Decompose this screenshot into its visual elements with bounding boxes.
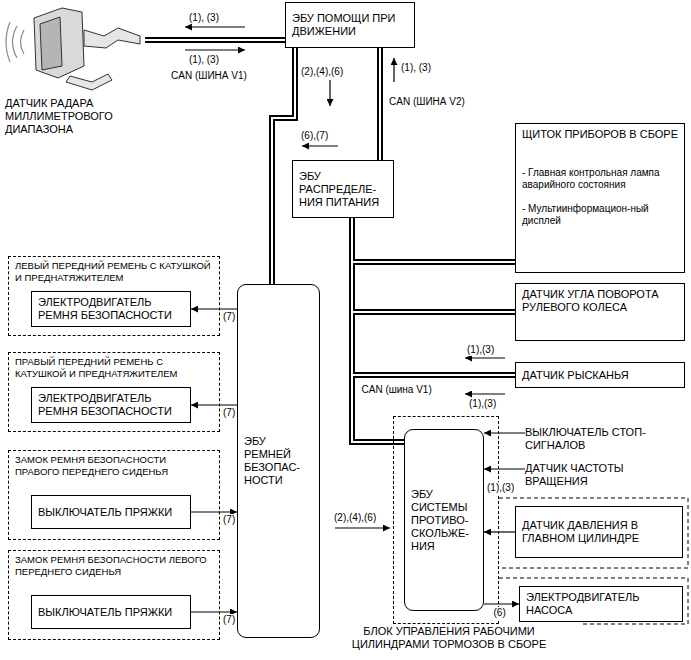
signal-line bbox=[484, 531, 515, 532]
node-title: ВЫКЛЮЧАТЕЛЬ ПРЯЖКИ bbox=[38, 506, 184, 519]
ecu-box: ЭБУ РЕМНЕЙ БЕЗОПАС-НОСТИ bbox=[237, 284, 320, 638]
signal-arrow bbox=[185, 49, 245, 50]
bus-inner bbox=[352, 218, 404, 442]
signal-line bbox=[484, 432, 525, 433]
signal-line bbox=[191, 611, 237, 612]
motor-box: ЭЛЕКТРОДВИГАТЕЛЬ РЕМНЯ БЕЗОПАСНОСТИ bbox=[31, 291, 191, 327]
node-title: ВЫКЛЮЧАТЕЛЬ ПРЯЖКИ bbox=[38, 606, 184, 619]
edge-label: (7) bbox=[222, 407, 236, 419]
belt-group: ЗАМОК РЕМНЯ БЕЗОПАСНОСТИ ЛЕВОГО ПЕРЕДНЕГ… bbox=[8, 550, 220, 640]
signal-arrow bbox=[465, 357, 505, 358]
callout-number: (2),(4),(6) bbox=[333, 512, 377, 524]
node-title: ДАТЧИК РЫСКАНЬЯ bbox=[522, 369, 678, 382]
sensor-box: ДАТЧИК ДАВЛЕНИЯ В ГЛАВНОМ ЦИЛИНДРЕ bbox=[515, 506, 683, 558]
node-title: ПРАВЫЙ ПЕРЕДНИЙ РЕМЕНЬ С КАТУШКОЙ И ПРЕД… bbox=[15, 356, 213, 380]
radar-waves bbox=[6, 22, 24, 62]
node-title: ЩИТОК ПРИБОРОВ В СБОРЕ bbox=[522, 128, 678, 141]
can-bus bbox=[352, 218, 515, 375]
radar-face bbox=[40, 17, 62, 70]
callout-number: (6),(7) bbox=[300, 130, 329, 142]
bus-inner bbox=[379, 48, 381, 160]
node-title: БЛОК УПРАВЛЕНИЯ РАБОЧИМИ ЦИЛИНДРАМИ ТОРМ… bbox=[329, 625, 569, 651]
bus-inner bbox=[352, 218, 515, 375]
node-title: ДАТЧИК ЧАСТОТЫ ВРАЩЕНИЯ bbox=[525, 462, 683, 488]
switch-label: ВЫКЛЮЧАТЕЛЬ СТОП-СИГНАЛОВ bbox=[525, 426, 683, 452]
bus-inner bbox=[145, 39, 285, 41]
motor-box: ЭЛЕКТРОДВИГАТЕЛЬ РЕМНЯ БЕЗОПАСНОСТИ bbox=[31, 387, 191, 423]
ecu-box: ЭБУ СИСТЕМЫ ПРОТИВО-СКОЛЬЖЕ-НИЯ bbox=[404, 429, 484, 611]
ecu-box: ЭБУ РАСПРЕДЕЛЕ-НИЯ ПИТАНИЯ bbox=[292, 160, 394, 218]
node-title: ДАТЧИК РАДАРА МИЛЛИМЕТРОВОГО ДИАПАЗОНА bbox=[5, 97, 145, 136]
sensor-label: ДАТЧИК ЧАСТОТЫ ВРАЩЕНИЯ bbox=[525, 462, 683, 488]
node-title: ВЫКЛЮЧАТЕЛЬ СТОП-СИГНАЛОВ bbox=[525, 426, 683, 452]
node-title: ЭЛЕКТРОДВИГАТЕЛЬ РЕМНЯ БЕЗОПАСНОСТИ bbox=[38, 392, 184, 418]
signal-line bbox=[191, 404, 237, 405]
radar-body bbox=[34, 8, 84, 78]
signal-line bbox=[191, 511, 237, 512]
edge-label: CAN (ШИНА V2) bbox=[388, 96, 466, 108]
motor-box: ЭЛЕКТРОДВИГАТЕЛЬ НАСОСА bbox=[519, 586, 683, 622]
node-title: ЗАМОК РЕМНЯ БЕЗОПАСНОСТИ ЛЕВОГО ПЕРЕДНЕГ… bbox=[15, 554, 213, 578]
node-title: ЭЛЕКТРОДВИГАТЕЛЬ РЕМНЯ БЕЗОПАСНОСТИ bbox=[38, 296, 184, 322]
radar-sensor: ДАТЧИК РАДАРА МИЛЛИМЕТРОВОГО ДИАПАЗОНА bbox=[5, 2, 145, 136]
node-title: ДАТЧИК ДАВЛЕНИЯ В ГЛАВНОМ ЦИЛИНДРЕ bbox=[522, 519, 676, 545]
callout-number: (1), (3) bbox=[188, 54, 220, 66]
signal-arrow bbox=[335, 527, 390, 528]
node-text: - Мультиинформацион-ный дисплей bbox=[522, 203, 678, 227]
edge-label: (6) bbox=[493, 607, 507, 619]
node-title: ДАТЧИК УГЛА ПОВОРОТА РУЛЕВОГО КОЛЕСА bbox=[522, 288, 678, 314]
switch-box: ВЫКЛЮЧАТЕЛЬ ПРЯЖКИ bbox=[31, 595, 191, 629]
callout-number: (1),(3) bbox=[486, 482, 515, 494]
actuator-outline bbox=[499, 498, 688, 624]
instrument-cluster: ЩИТОК ПРИБОРОВ В СБОРЕ - Главная контроль… bbox=[515, 123, 685, 273]
callout-number: (2),(4),(6) bbox=[300, 66, 344, 78]
belt-group: ПРАВЫЙ ПЕРЕДНИЙ РЕМЕНЬ С КАТУШКОЙ И ПРЕД… bbox=[8, 352, 220, 432]
edge-label: (7) bbox=[222, 614, 236, 626]
edge-label: CAN (шина V1) bbox=[361, 384, 433, 396]
node-title: ЭБУ РЕМНЕЙ БЕЗОПАС-НОСТИ bbox=[244, 435, 313, 487]
node-title: ЭЛЕКТРОДВИГАТЕЛЬ НАСОСА bbox=[526, 591, 676, 617]
bus-inner bbox=[352, 218, 515, 262]
sensor-box: ДАТЧИК УГЛА ПОВОРОТА РУЛЕВОГО КОЛЕСА bbox=[515, 283, 685, 341]
callout-number: (1), (3) bbox=[400, 62, 432, 74]
can-bus bbox=[352, 218, 404, 442]
sensor-box: ДАТЧИК РЫСКАНЬЯ bbox=[515, 362, 685, 388]
signal-arrow bbox=[302, 145, 338, 146]
node-title: ЭБУ ПОМОЩИ ПРИ ДВИЖЕНИИ bbox=[292, 12, 408, 38]
ecu-box: ЭБУ ПОМОЩИ ПРИ ДВИЖЕНИИ bbox=[285, 2, 415, 48]
signal-arrow bbox=[465, 393, 505, 394]
belt-group: ЗАМОК РЕМНЯ БЕЗОПАСНОСТИ ПРАВОГО ПЕРЕДНЕ… bbox=[8, 450, 220, 540]
signal-arrow bbox=[329, 80, 330, 106]
signal-line bbox=[484, 603, 519, 604]
can-bus bbox=[377, 48, 383, 160]
signal-arrow bbox=[185, 26, 245, 27]
signal-line bbox=[484, 468, 525, 469]
bus-inner bbox=[352, 218, 515, 312]
callout-number: (1),(3) bbox=[466, 344, 495, 356]
can-bus bbox=[145, 37, 285, 43]
node-title: ЭБУ РАСПРЕДЕЛЕ-НИЯ ПИТАНИЯ bbox=[299, 170, 387, 209]
can-bus bbox=[352, 218, 515, 262]
node-title: ЛЕВЫЙ ПЕРЕДНИЙ РЕМЕНЬ С КАТУШКОЙ И ПРЕДН… bbox=[15, 260, 213, 284]
callout-number: (1),(3) bbox=[468, 398, 497, 410]
edge-label: CAN (ШИНА V1) bbox=[170, 70, 248, 82]
node-text: - Главная контрольная лампа аварийного с… bbox=[522, 167, 678, 191]
signal-line bbox=[191, 308, 237, 309]
edge-label: (7) bbox=[222, 514, 236, 526]
switch-box: ВЫКЛЮЧАТЕЛЬ ПРЯЖКИ bbox=[31, 495, 191, 529]
radar-bracket bbox=[84, 28, 140, 48]
radar-bracket bbox=[66, 74, 112, 90]
edge-label: (7) bbox=[222, 311, 236, 323]
radar-illustration bbox=[6, 8, 140, 90]
signal-arrow bbox=[393, 58, 394, 82]
can-bus bbox=[352, 218, 515, 312]
node-title: ЗАМОК РЕМНЯ БЕЗОПАСНОСТИ ПРАВОГО ПЕРЕДНЕ… bbox=[15, 454, 213, 478]
actuator-group: БЛОК УПРАВЛЕНИЯ РАБОЧИМИ ЦИЛИНДРАМИ ТОРМ… bbox=[393, 416, 499, 624]
node-title: ЭБУ СИСТЕМЫ ПРОТИВО-СКОЛЬЖЕ-НИЯ bbox=[411, 488, 477, 553]
callout-number: (1), (3) bbox=[188, 12, 220, 24]
belt-group: ЛЕВЫЙ ПЕРЕДНИЙ РЕМЕНЬ С КАТУШКОЙ И ПРЕДН… bbox=[8, 256, 220, 336]
